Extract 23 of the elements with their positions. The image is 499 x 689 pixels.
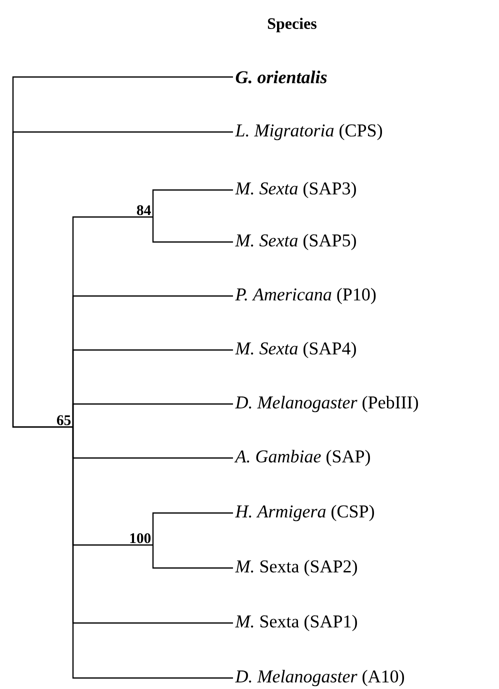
- heading: Species: [268, 18, 316, 32]
- species-label: M. Sexta (SAP2): [235, 560, 357, 576]
- species-label: P. Americana (P10): [235, 288, 376, 304]
- bootstrap-value: 100: [130, 533, 151, 544]
- species-label: L. Migratoria (CPS): [235, 124, 382, 140]
- species-label: M. Sexta (SAP4): [235, 342, 356, 358]
- species-label: H. Armigera (CSP): [235, 504, 374, 522]
- species-label: G. orientalis: [236, 70, 327, 84]
- species-label: M. Sexta (SAP1): [235, 614, 357, 632]
- tree-branch: [152, 189, 233, 217]
- species-label: D. Melanogaster (PebIII): [235, 396, 418, 412]
- bootstrap-value: 65: [56, 415, 71, 426]
- tree-branch: [152, 512, 233, 545]
- tree-branch: [152, 545, 233, 569]
- tree-branch: [72, 427, 233, 679]
- species-label: M. Sexta (SAP3): [235, 182, 356, 198]
- tree-branch: [72, 403, 233, 427]
- tree-branch: [152, 217, 233, 243]
- species-label: M. Sexta (SAP5): [235, 234, 356, 250]
- species-label: D. Melanogaster (A10): [235, 670, 404, 686]
- tree-branch: [12, 131, 233, 428]
- species-label: A. Gambiae (SAP): [234, 450, 370, 466]
- bootstrap-value: 84: [136, 205, 151, 216]
